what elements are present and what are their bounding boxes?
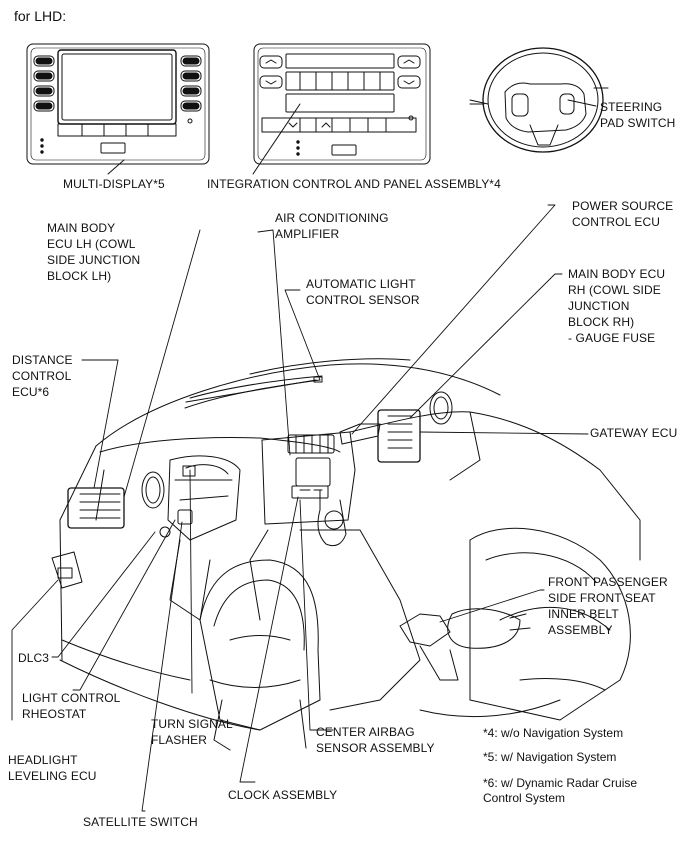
label-satellite-switch: SATELLITE SWITCH — [83, 815, 198, 829]
label-multi-display: MULTI-DISPLAY*5 — [63, 177, 165, 191]
label-automatic-light-control-sensor: AUTOMATIC LIGHT CONTROL SENSOR — [306, 277, 420, 307]
label-turn-signal-flasher: TURN SIGNAL FLASHER — [151, 717, 233, 747]
integration-panel-illustration — [252, 43, 431, 175]
page-title: for LHD: — [14, 8, 67, 24]
label-main-body-ecu-lh: MAIN BODY ECU LH (COWL SIDE JUNCTION BLO… — [47, 221, 141, 283]
footnote-5: *5: w/ Navigation System — [483, 750, 617, 764]
steering-wheel-illustration — [469, 47, 609, 153]
label-main-body-ecu-rh: MAIN BODY ECU RH (COWL SIDE JUNCTION BLO… — [568, 267, 666, 345]
label-power-source-control-ecu: POWER SOURCE CONTROL ECU — [572, 199, 674, 229]
label-integration-panel: INTEGRATION CONTROL AND PANEL ASSEMBLY*4 — [207, 177, 501, 191]
label-headlight-leveling-ecu: HEADLIGHT LEVELING ECU — [8, 753, 97, 783]
footnote-6: *6: w/ Dynamic Radar Cruise Control Syst… — [483, 776, 638, 805]
label-center-airbag-sensor: CENTER AIRBAG SENSOR ASSEMBLY — [316, 725, 435, 755]
label-dlc3: DLC3 — [18, 651, 50, 665]
label-steering-pad-switch: STEERING PAD SWITCH — [600, 100, 676, 130]
footnote-4: *4: w/o Navigation System — [483, 726, 624, 740]
label-clock-assembly: CLOCK ASSEMBLY — [228, 788, 338, 802]
dashboard-illustration — [51, 358, 641, 751]
label-front-passenger-inner-belt: FRONT PASSENGER SIDE FRONT SEAT INNER BE… — [548, 575, 668, 637]
label-distance-control-ecu: DISTANCE CONTROL ECU*6 — [12, 353, 73, 399]
label-ac-amplifier: AIR CONDITIONING AMPLIFIER — [275, 211, 389, 241]
label-gateway-ecu: GATEWAY ECU — [590, 426, 678, 440]
multi-display-illustration — [26, 43, 210, 175]
leader-lines — [11, 204, 589, 812]
label-light-control-rheostat: LIGHT CONTROL RHEOSTAT — [22, 691, 121, 721]
